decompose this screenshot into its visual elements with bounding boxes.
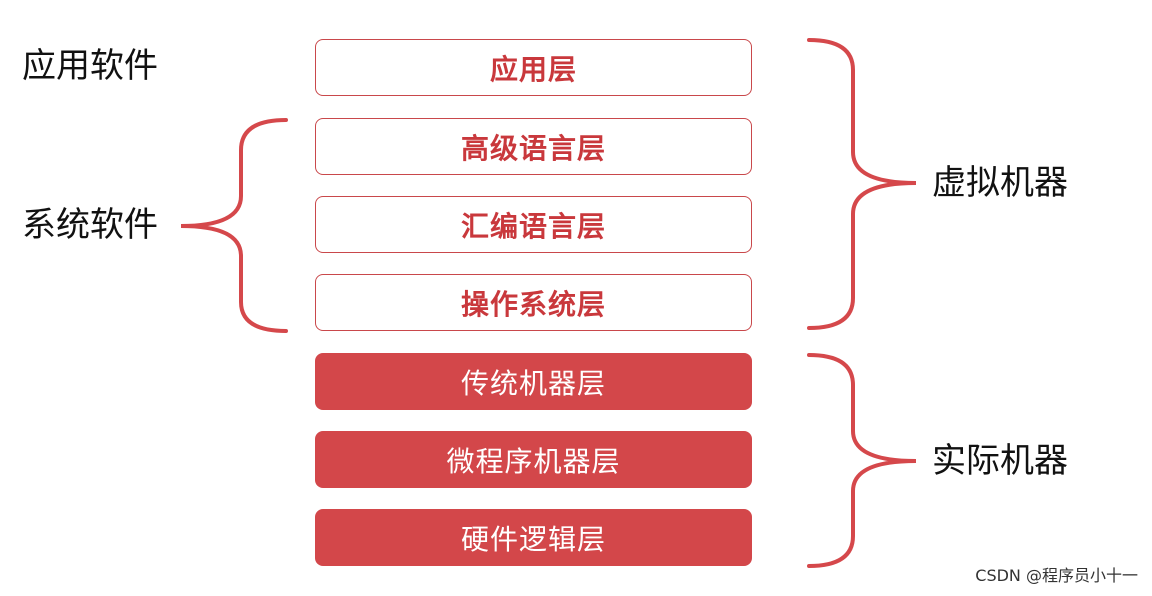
real-machine-brace [807,353,917,568]
virtual-machine-brace [807,38,917,330]
system-software-brace [180,118,288,333]
layer-hardware-logic: 硬件逻辑层 [315,509,752,566]
real-machine-label: 实际机器 [932,441,1068,481]
layer-traditional-machine: 传统机器层 [315,353,752,410]
layer-assembly-language: 汇编语言层 [315,196,752,253]
layer-microprogram-machine: 微程序机器层 [315,431,752,488]
system-software-label: 系统软件 [22,205,158,245]
app-software-label: 应用软件 [22,46,158,86]
virtual-machine-label: 虚拟机器 [932,163,1068,203]
csdn-watermark: CSDN @程序员小十一 [975,566,1138,585]
layer-high-level-language: 高级语言层 [315,118,752,175]
layer-application: 应用层 [315,39,752,96]
layer-operating-system: 操作系统层 [315,274,752,331]
